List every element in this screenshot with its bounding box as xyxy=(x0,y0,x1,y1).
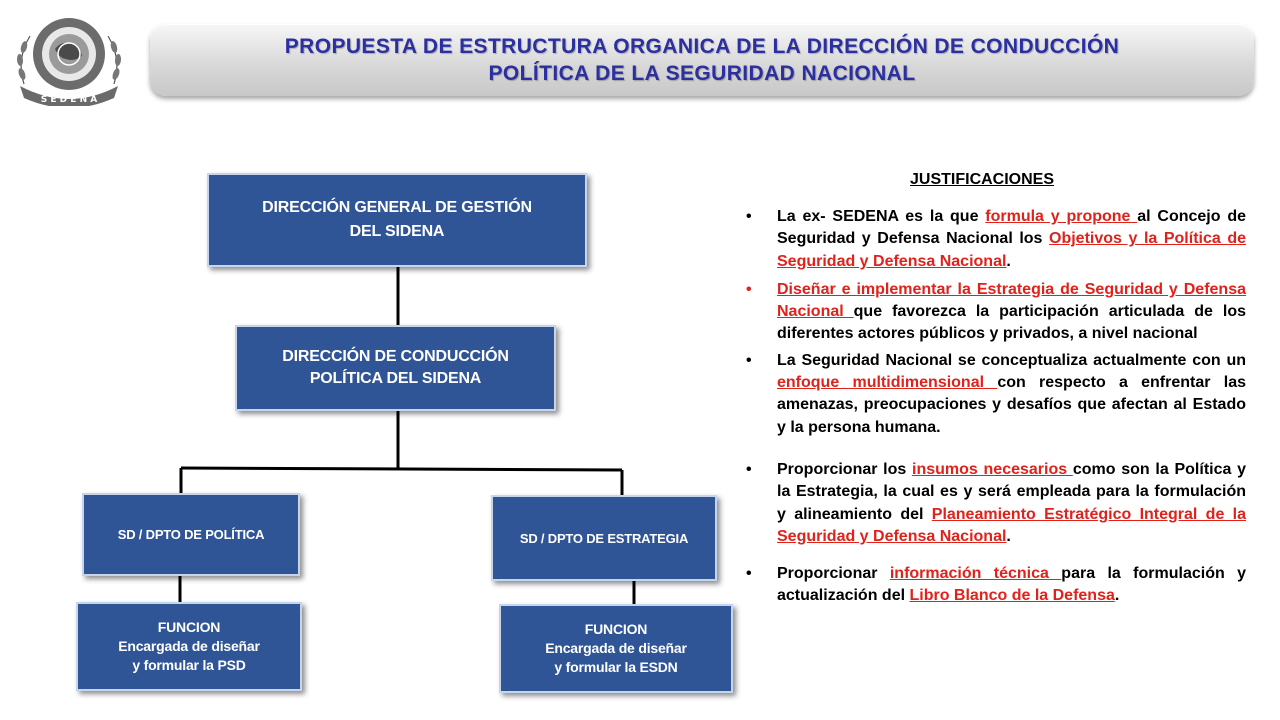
org-box-direccion-general: DIRECCIÓN GENERAL DE GESTIÓN DEL SIDENA xyxy=(207,173,587,267)
justification-item: • La Seguridad Nacional se conceptualiza… xyxy=(746,350,1246,439)
org-box-dpto-estrategia: SD / DPTO DE ESTRATEGIA xyxy=(491,495,717,581)
item-text: como son la Política y la Estrategia, la… xyxy=(777,460,1246,523)
bullet-icon: • xyxy=(746,351,752,369)
item-text: . xyxy=(1114,587,1120,605)
bullet-icon: • xyxy=(746,565,752,583)
org-box-direccion-conduccion: DIRECCIÓN DE CONDUCCIÓN POLÍTICA DEL SID… xyxy=(235,325,556,411)
bullet-icon: • xyxy=(746,208,752,225)
justification-item: • Proporcionar información técnica para … xyxy=(746,563,1246,608)
highlight-text: enfoque multidimensional xyxy=(777,374,998,392)
highlight-text: información técnica xyxy=(889,565,1062,583)
logo-acronym: S E D E N A xyxy=(41,95,97,105)
bullet-icon: • xyxy=(746,460,752,478)
item-text: que favorezca la participación articulad… xyxy=(777,303,1246,343)
highlight-text: Objetivos y la Política de Seguridad y D… xyxy=(777,230,1246,270)
title-line-1: PROPUESTA DE ESTRUCTURA ORGANICA DE LA D… xyxy=(284,35,1120,58)
item-text: Proporcionar los xyxy=(777,460,913,478)
title-banner: PROPUESTA DE ESTRUCTURA ORGANICA DE LA D… xyxy=(150,24,1254,96)
item-text: Proporcionar xyxy=(777,565,890,583)
justifications-list: • La ex- SEDENA es la que formula y prop… xyxy=(746,206,1246,608)
org-box-label: DIRECCIÓN GENERAL DE GESTIÓN DEL SIDENA xyxy=(262,199,532,240)
function-box-psd: FUNCION Encargada de diseñar y formular … xyxy=(76,602,302,691)
title-line-2: POLÍTICA DE LA SEGURIDAD NACIONAL xyxy=(488,62,916,85)
org-box-label: SD / DPTO DE POLÍTICA xyxy=(117,527,265,542)
bullet-icon: • xyxy=(746,280,752,298)
item-text: La Seguridad Nacional se conceptualiza a… xyxy=(777,351,1246,369)
function-label: FUNCION Encargada de diseñar y formular … xyxy=(545,621,687,675)
item-text: con respecto a enfrentar las amenazas, p… xyxy=(777,374,1246,436)
function-label: FUNCION Encargada de diseñar y formular … xyxy=(118,619,260,673)
justifications-heading: JUSTIFICACIONES xyxy=(910,171,1055,188)
item-text: para la formulación y actualización del xyxy=(777,565,1247,605)
highlight-text: formula y propone xyxy=(985,208,1138,225)
function-box-esdn: FUNCION Encargada de diseñar y formular … xyxy=(499,604,733,693)
highlight-text: insumos necesarios xyxy=(912,460,1073,478)
org-box-label: SD / DPTO DE ESTRATEGIA xyxy=(519,530,689,546)
justification-item: • Diseñar e implementar la Estrategia de… xyxy=(746,279,1246,346)
justification-item: • La ex- SEDENA es la que formula y prop… xyxy=(746,206,1246,273)
org-box-label: DIRECCIÓN DE CONDUCCIÓN POLÍTICA DEL SID… xyxy=(282,348,509,387)
justification-item: • Proporcionar los insumos necesarios co… xyxy=(746,459,1246,548)
item-text: La ex- SEDENA es la que xyxy=(777,208,986,225)
item-text: . xyxy=(1006,527,1011,545)
org-box-dpto-politica: SD / DPTO DE POLÍTICA xyxy=(82,493,300,576)
item-text: . xyxy=(1006,252,1011,270)
highlight-text: Planeamiento Estratégico Integral de la … xyxy=(777,505,1246,545)
sedena-logo: S E D E N A xyxy=(16,18,122,106)
item-text: al Concejo de Seguridad y Defensa Nacion… xyxy=(777,208,1246,248)
highlight-text: Libro Blanco de la Defensa xyxy=(909,587,1115,605)
highlight-text: Diseñar e implementar la Estrategia de S… xyxy=(777,280,1246,321)
